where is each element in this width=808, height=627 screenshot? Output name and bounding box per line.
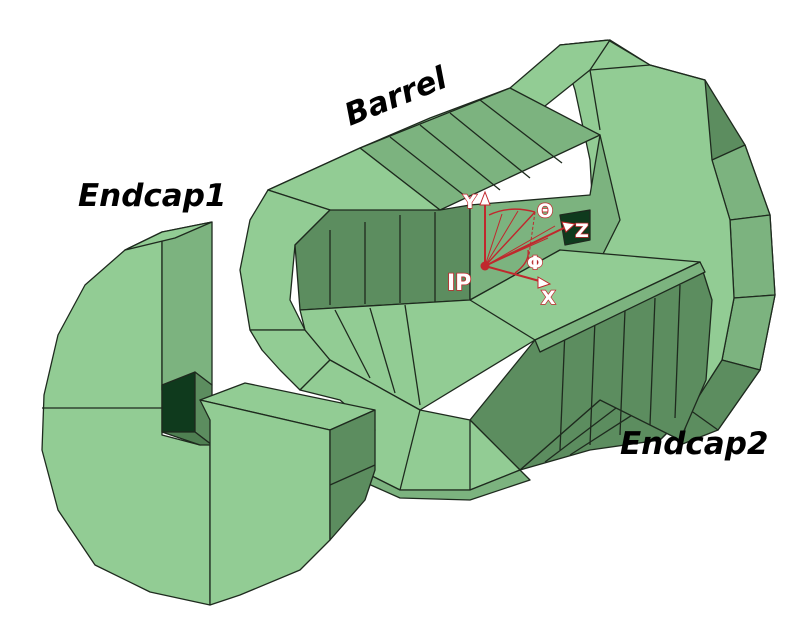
x-axis-arrow [537,276,552,289]
phi-label: Φ [527,252,543,274]
ip-label: IP [447,271,471,296]
theta-label: Θ [537,200,553,222]
ip-point [480,261,490,271]
x-axis-label: X [541,287,556,309]
z-axis-label: Z [575,220,589,242]
x-axis-line [484,265,544,283]
cone-lines [484,210,556,267]
projection-line [527,211,536,263]
theta-vector [484,211,536,267]
z-axis-arrow [561,221,577,233]
barrel [239,39,713,501]
endcap1-label: Endcap1 [78,178,227,214]
theta-arc [488,208,536,216]
coordinate-axes: Y Z X Θ Φ IP [446,190,589,309]
endcap2-label: Endcap2 [620,426,769,462]
y-axis-arrow [479,190,491,206]
endcap1 [41,221,376,606]
phi-arc [514,249,529,274]
y-axis-label: Y [462,191,477,213]
